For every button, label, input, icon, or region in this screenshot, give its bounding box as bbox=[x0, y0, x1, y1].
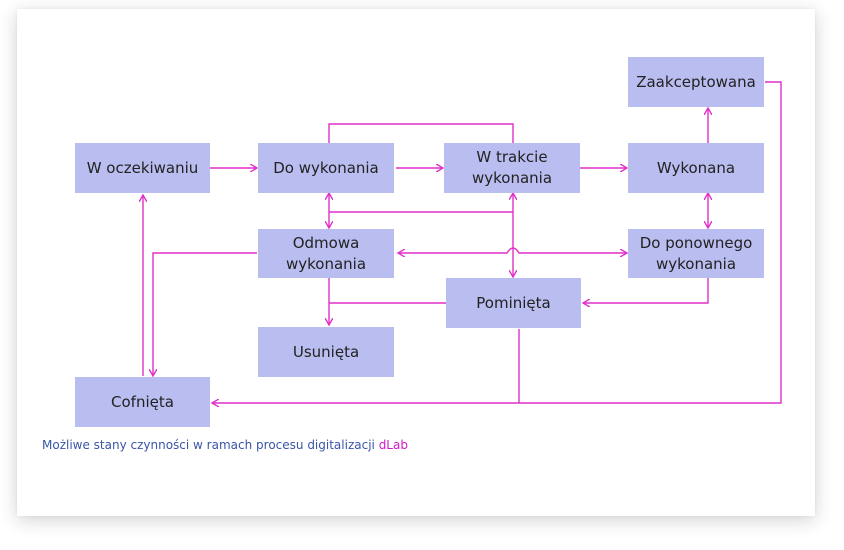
state-label: Pominięta bbox=[476, 293, 551, 312]
state-pominieta: Pominięta bbox=[446, 278, 581, 328]
state-label: Do wykonania bbox=[273, 158, 379, 177]
state-label: Zaakceptowana bbox=[636, 72, 756, 91]
caption-brand: dLab bbox=[378, 438, 408, 452]
state-w-oczekiwaniu: W oczekiwaniu bbox=[75, 143, 210, 193]
state-label: Do ponownego wykonania bbox=[639, 233, 753, 273]
edge-top-loop bbox=[328, 123, 514, 143]
state-odmowa-wykonania: Odmowa wykonania bbox=[258, 229, 394, 278]
state-label: Cofnięta bbox=[111, 392, 174, 411]
state-cofnieta: Cofnięta bbox=[75, 377, 210, 427]
state-label: W oczekiwaniu bbox=[86, 158, 199, 177]
state-label: Usunięta bbox=[292, 342, 360, 361]
state-label: W trakcie wykonania bbox=[471, 148, 553, 187]
edge-do-ponownego-to-pominieta bbox=[583, 278, 709, 303]
state-do-wykonania: Do wykonania bbox=[258, 143, 394, 193]
state-zaakceptowana: Zaakceptowana bbox=[628, 57, 764, 107]
state-usunieta: Usunięta bbox=[258, 327, 394, 377]
diagram-caption: Możliwe stany czynności w ramach procesu… bbox=[42, 438, 408, 452]
edge-odmowa-do-ponownego bbox=[398, 247, 627, 253]
state-do-ponownego-wykonania: Do ponownego wykonania bbox=[628, 229, 764, 278]
state-label: Odmowa wykonania bbox=[285, 233, 367, 273]
state-label: Wykonana bbox=[656, 158, 736, 177]
edge-zaakceptowana-to-cofnieta bbox=[212, 81, 782, 403]
caption-text: Możliwe stany czynności w ramach procesu… bbox=[42, 438, 375, 452]
state-w-trakcie-wykonania: W trakcie wykonania bbox=[444, 143, 580, 193]
state-wykonana: Wykonana bbox=[628, 143, 764, 193]
edge-odmowa-to-cofnieta bbox=[153, 252, 257, 376]
